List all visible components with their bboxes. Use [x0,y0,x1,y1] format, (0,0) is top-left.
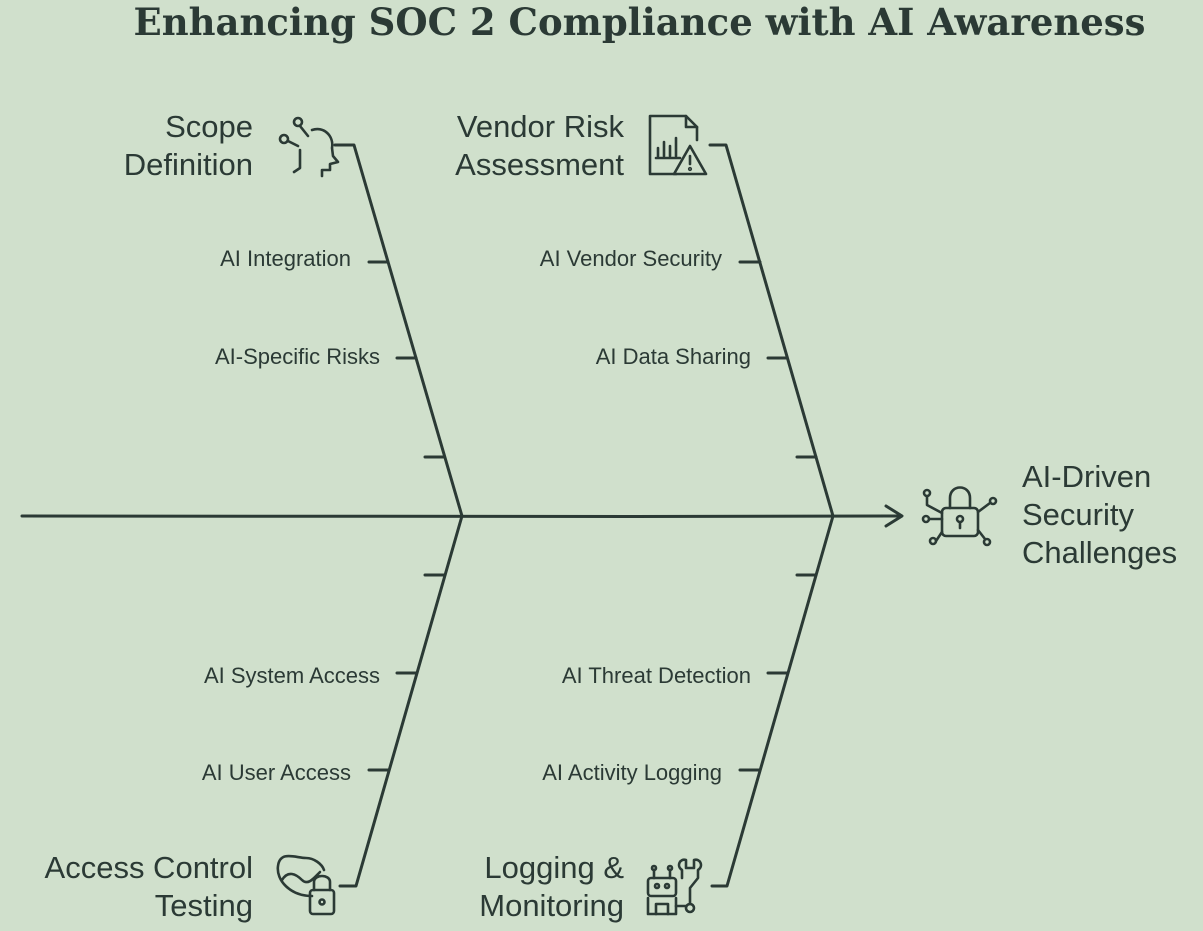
cause-label: AI System Access [203,663,380,688]
report-warning-icon [648,114,708,176]
category-label-logging: Logging & Monitoring [479,850,624,923]
ai-lock-icon [276,854,336,916]
bone-logging [710,514,835,888]
cause-label: AI Vendor Security [539,246,722,271]
cause-label: AI User Access [201,760,351,785]
page-title: Enhancing SOC 2 Compliance with AI Aware… [133,0,1146,44]
ai-head-icon [278,116,340,178]
robot-wrench-icon [646,858,703,916]
bone-access [338,514,464,888]
category-label-access: Access Control Testing [44,850,253,923]
bone-scope [333,143,464,518]
head-label: AI-Driven Security Challenges [1022,459,1178,570]
cause-label: AI Threat Detection [561,663,751,688]
bone-vendor [708,143,835,518]
cause-label: AI Activity Logging [542,760,722,785]
circuit-lock-icon [921,486,998,547]
cause-label: AI-Specific Risks [214,344,380,369]
spine-line [20,513,902,519]
cause-label: AI Data Sharing [595,344,751,369]
category-label-vendor: Vendor Risk Assessment [455,109,624,182]
spine-arrowhead [884,504,904,528]
cause-label: AI Integration [220,246,351,271]
category-label-scope: Scope Definition [123,109,253,182]
